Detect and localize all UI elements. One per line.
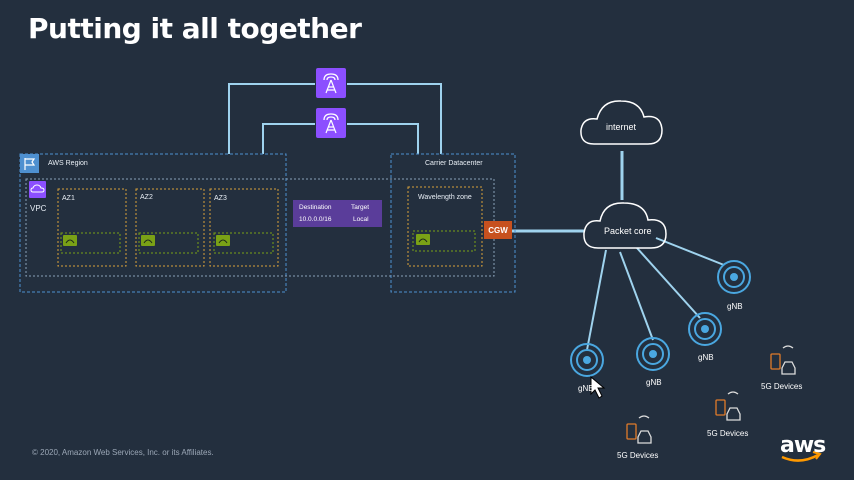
aws-region-label: AWS Region (48, 160, 88, 167)
route-row-target: Local (353, 216, 369, 223)
subnet-az1 (60, 232, 121, 254)
aws-region-box (19, 153, 287, 293)
copyright-text: © 2020, Amazon Web Services, Inc. or its… (32, 448, 214, 457)
az2-box (135, 188, 205, 267)
aws-logo: aws (780, 433, 826, 458)
internet-label: internet (606, 122, 637, 132)
link-core-gnb4 (655, 237, 725, 266)
link-core-gnb1 (586, 249, 607, 351)
link-carrier-upper (347, 83, 442, 154)
packet-core-label: Packet core (604, 226, 652, 236)
carrier-datacenter-label: Carrier Datacenter (425, 160, 483, 167)
wavelength-tower-icon-lower (316, 108, 346, 138)
link-core-gnb3 (636, 247, 701, 319)
aws-region-flag-icon (20, 154, 39, 173)
internet-cloud-icon (580, 100, 663, 145)
route-header-destination: Destination (299, 204, 332, 211)
aws-smile-icon (781, 453, 819, 462)
az1-label: AZ1 (62, 195, 75, 202)
subnet-az3 (213, 232, 274, 254)
link-core-gnb2 (619, 251, 654, 341)
gnb-label-3: gNB (698, 353, 714, 362)
subnet-wavelength (412, 230, 476, 252)
route-row-destination: 10.0.0.0/16 (299, 216, 332, 223)
carrier-datacenter-box (390, 153, 516, 293)
route-table: Destination Target 10.0.0.0/16 Local (293, 200, 382, 227)
link-region-upper (228, 83, 315, 154)
link-carrier-lower (347, 123, 419, 154)
device-icon-2 (715, 391, 741, 421)
wavelength-zone-label: Wavelength zone (418, 194, 472, 201)
device-label-1: 5G Devices (617, 451, 659, 460)
az1-box (57, 188, 127, 267)
az3-box (209, 188, 279, 267)
gnb-antenna-icon-4 (717, 260, 751, 294)
carrier-gateway-box: CGW (484, 221, 512, 239)
az3-label: AZ3 (214, 195, 227, 202)
packet-core-cloud-icon (583, 202, 667, 249)
vpc-icon (29, 181, 46, 198)
gnb-label-4: gNB (727, 302, 743, 311)
az2-label: AZ2 (140, 194, 153, 201)
slide-title: Putting it all together (28, 12, 362, 45)
gnb-antenna-icon-1 (570, 343, 604, 377)
mouse-cursor-icon (590, 375, 606, 399)
device-icon-3 (770, 345, 796, 375)
gnb-antenna-icon-3 (688, 312, 722, 346)
link-region-lower (262, 123, 315, 154)
subnet-az2 (138, 232, 199, 254)
wavelength-tower-icon-upper (316, 68, 346, 98)
device-label-2: 5G Devices (707, 429, 749, 438)
gnb-antenna-icon-2 (636, 337, 670, 371)
device-label-3: 5G Devices (761, 382, 803, 391)
vpc-label: VPC (30, 204, 47, 213)
wavelength-zone-box (407, 186, 483, 267)
gnb-label-2: gNB (646, 378, 662, 387)
device-icon-1 (626, 415, 652, 444)
route-header-target: Target (351, 204, 370, 211)
gnb-label-1: gNB (578, 384, 594, 393)
